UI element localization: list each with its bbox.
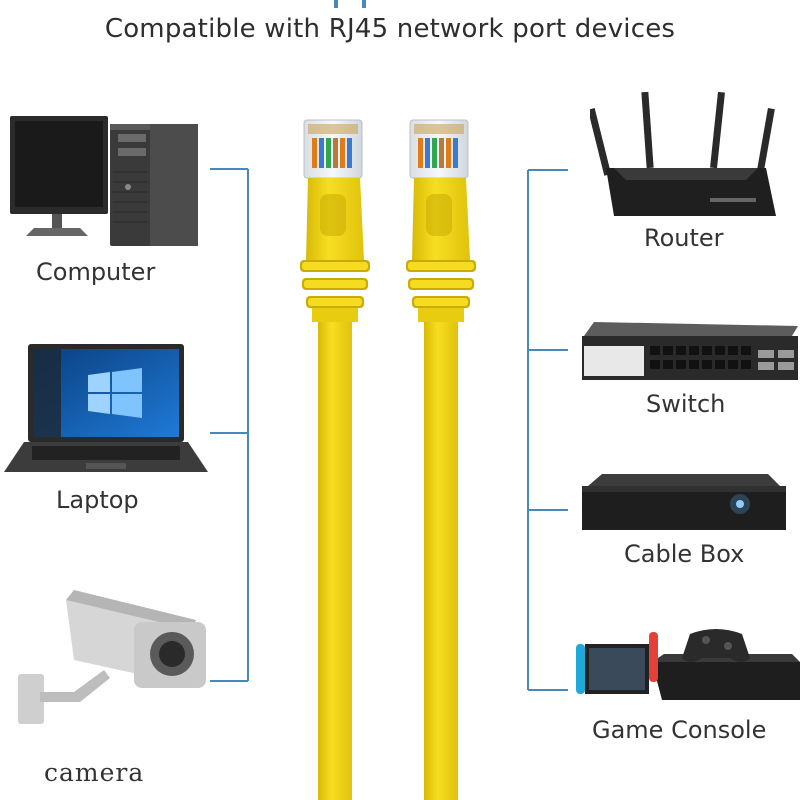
device-label-computer: Computer xyxy=(36,258,156,286)
left-connector-bracket xyxy=(210,168,249,682)
device-label-camera: camera xyxy=(44,758,145,787)
cable-box-icon xyxy=(582,474,786,530)
router-icon xyxy=(590,91,776,216)
right-connector-bracket xyxy=(527,169,568,691)
device-label-game-console: Game Console xyxy=(592,716,767,744)
page-title: Compatible with RJ45 network port device… xyxy=(104,14,676,44)
security-camera-icon xyxy=(18,590,206,724)
rj45-cable-left xyxy=(300,119,370,800)
device-label-cable-box: Cable Box xyxy=(624,540,745,568)
desktop-computer-icon xyxy=(10,116,198,246)
device-label-router: Router xyxy=(644,224,724,252)
laptop-icon xyxy=(4,344,208,472)
top-accent-marks xyxy=(334,0,366,8)
device-label-switch: Switch xyxy=(646,390,726,418)
game-console-icon xyxy=(576,629,800,700)
device-label-laptop: Laptop xyxy=(56,486,139,514)
rj45-cable-right xyxy=(406,119,476,800)
network-switch-icon xyxy=(582,322,798,380)
ethernet-cables xyxy=(300,119,476,800)
